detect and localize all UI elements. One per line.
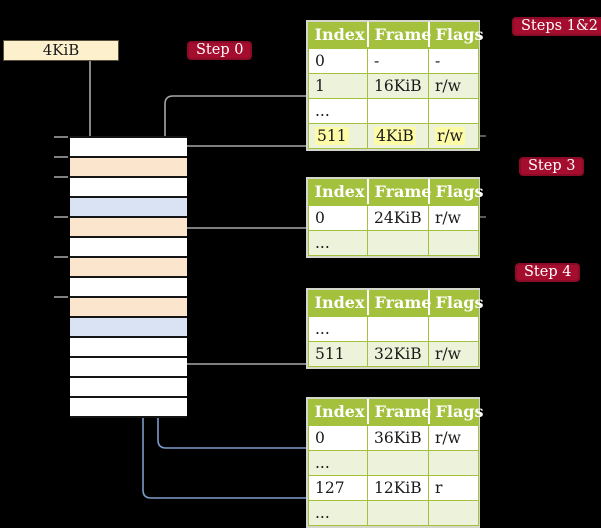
memory-row-peach (70, 216, 187, 236)
col-header-index: Index (308, 290, 368, 317)
col-header-frame: Frame (366, 22, 431, 49)
cell-index: 0 (308, 424, 368, 451)
memory-row-white (70, 336, 187, 356)
table-row: 127 12KiB r (308, 474, 479, 501)
memory-row-peach (70, 256, 187, 276)
table-row: ... (308, 449, 479, 476)
col-header-index: Index (308, 22, 368, 49)
cell-flags: r/w (428, 122, 479, 149)
cell-index: 0 (308, 47, 368, 74)
cell-frame (367, 97, 429, 124)
cell-index: ... (308, 97, 368, 124)
table-row: 0 24KiB r/w (308, 204, 479, 231)
page-table-level1-table: Index Frame Flags 0 24KiB r/w ... (308, 179, 484, 256)
memory-row-white (70, 396, 187, 416)
cell-flags (428, 97, 479, 124)
cell-index: 1 (308, 72, 368, 99)
cell-frame (367, 229, 429, 256)
col-header-frame: Frame (366, 179, 431, 206)
cell-flags: - (428, 47, 479, 74)
table-header-row: Index Frame Flags (308, 179, 484, 206)
memory-row-white (70, 176, 187, 196)
col-header-flags: Flags (427, 399, 484, 426)
cell-flags (428, 315, 479, 342)
cell-flags (428, 449, 479, 476)
page-table-level1: Index Frame Flags 0 24KiB r/w ... (306, 177, 484, 258)
highlight: 4KiB (374, 126, 416, 145)
cell-index: 511 (308, 122, 368, 149)
memory-row-white (70, 376, 187, 396)
memory-row-peach (70, 296, 187, 316)
cell-flags: r/w (428, 204, 479, 231)
frame-size-box: 4KiB (3, 40, 119, 61)
cell-frame: 16KiB (367, 72, 429, 99)
memory-stack (70, 136, 187, 418)
badge-step-3: Step 3 (519, 157, 585, 176)
col-header-frame: Frame (366, 290, 431, 317)
table-header-row: Index Frame Flags (308, 290, 484, 317)
memory-row-white (70, 236, 187, 256)
cell-index: ... (308, 229, 368, 256)
page-table-level3: Index Frame Flags 0 36KiB r/w ... 127 12… (306, 397, 484, 528)
cell-frame (367, 449, 429, 476)
page-table-level3-table: Index Frame Flags 0 36KiB r/w ... 127 12… (308, 399, 484, 526)
cell-frame: 36KiB (367, 424, 429, 451)
cell-frame: - (367, 47, 429, 74)
cell-index: 0 (308, 204, 368, 231)
table-row: ... (308, 315, 479, 342)
col-header-flags: Flags (427, 290, 484, 317)
table-row: ... (308, 499, 479, 526)
cell-flags (428, 499, 479, 526)
badge-steps-1-2: Steps 1&2 (512, 17, 601, 36)
table-row: 0 - - (308, 47, 479, 74)
page-table-level0-table: Index Frame Flags 0 - - 1 16KiB r/w ... … (308, 22, 484, 149)
highlight: r/w (435, 126, 465, 145)
cell-frame: 24KiB (367, 204, 429, 231)
table-row: ... (308, 97, 479, 124)
memory-row-blue (70, 196, 187, 216)
cell-flags: r (428, 474, 479, 501)
cell-frame: 4KiB (367, 122, 429, 149)
cell-index: ... (308, 499, 368, 526)
table-header-row: Index Frame Flags (308, 22, 484, 49)
col-header-flags: Flags (427, 22, 484, 49)
cell-frame (367, 315, 429, 342)
memory-row-white (70, 136, 187, 156)
col-header-flags: Flags (427, 179, 484, 206)
memory-row-white (70, 276, 187, 296)
table-row: ... (308, 229, 479, 256)
cell-index: ... (308, 449, 368, 476)
cell-flags: r/w (428, 340, 479, 367)
table-header-row: Index Frame Flags (308, 399, 484, 426)
table-row-highlighted: 511 4KiB r/w (308, 122, 479, 149)
cell-flags (428, 229, 479, 256)
col-header-index: Index (308, 399, 368, 426)
cell-flags: r/w (428, 72, 479, 99)
badge-step-4: Step 4 (515, 263, 581, 282)
page-table-level0: Index Frame Flags 0 - - 1 16KiB r/w ... … (306, 20, 484, 151)
cell-frame: 12KiB (367, 474, 429, 501)
table-row: 1 16KiB r/w (308, 72, 479, 99)
badge-step-0: Step 0 (187, 41, 253, 60)
highlight: 511 (315, 126, 349, 145)
cell-flags: r/w (428, 424, 479, 451)
table-row: 0 36KiB r/w (308, 424, 479, 451)
memory-row-white (70, 356, 187, 376)
page-table-level2: Index Frame Flags ... 511 32KiB r/w (306, 288, 484, 369)
table-row: 511 32KiB r/w (308, 340, 479, 367)
cell-index: ... (308, 315, 368, 342)
memory-row-blue (70, 316, 187, 336)
page-table-level2-table: Index Frame Flags ... 511 32KiB r/w (308, 290, 484, 367)
cell-index: 511 (308, 340, 368, 367)
memory-row-peach (70, 156, 187, 176)
cell-frame: 32KiB (367, 340, 429, 367)
col-header-frame: Frame (366, 399, 431, 426)
col-header-index: Index (308, 179, 368, 206)
cell-frame (367, 499, 429, 526)
cell-index: 127 (308, 474, 368, 501)
